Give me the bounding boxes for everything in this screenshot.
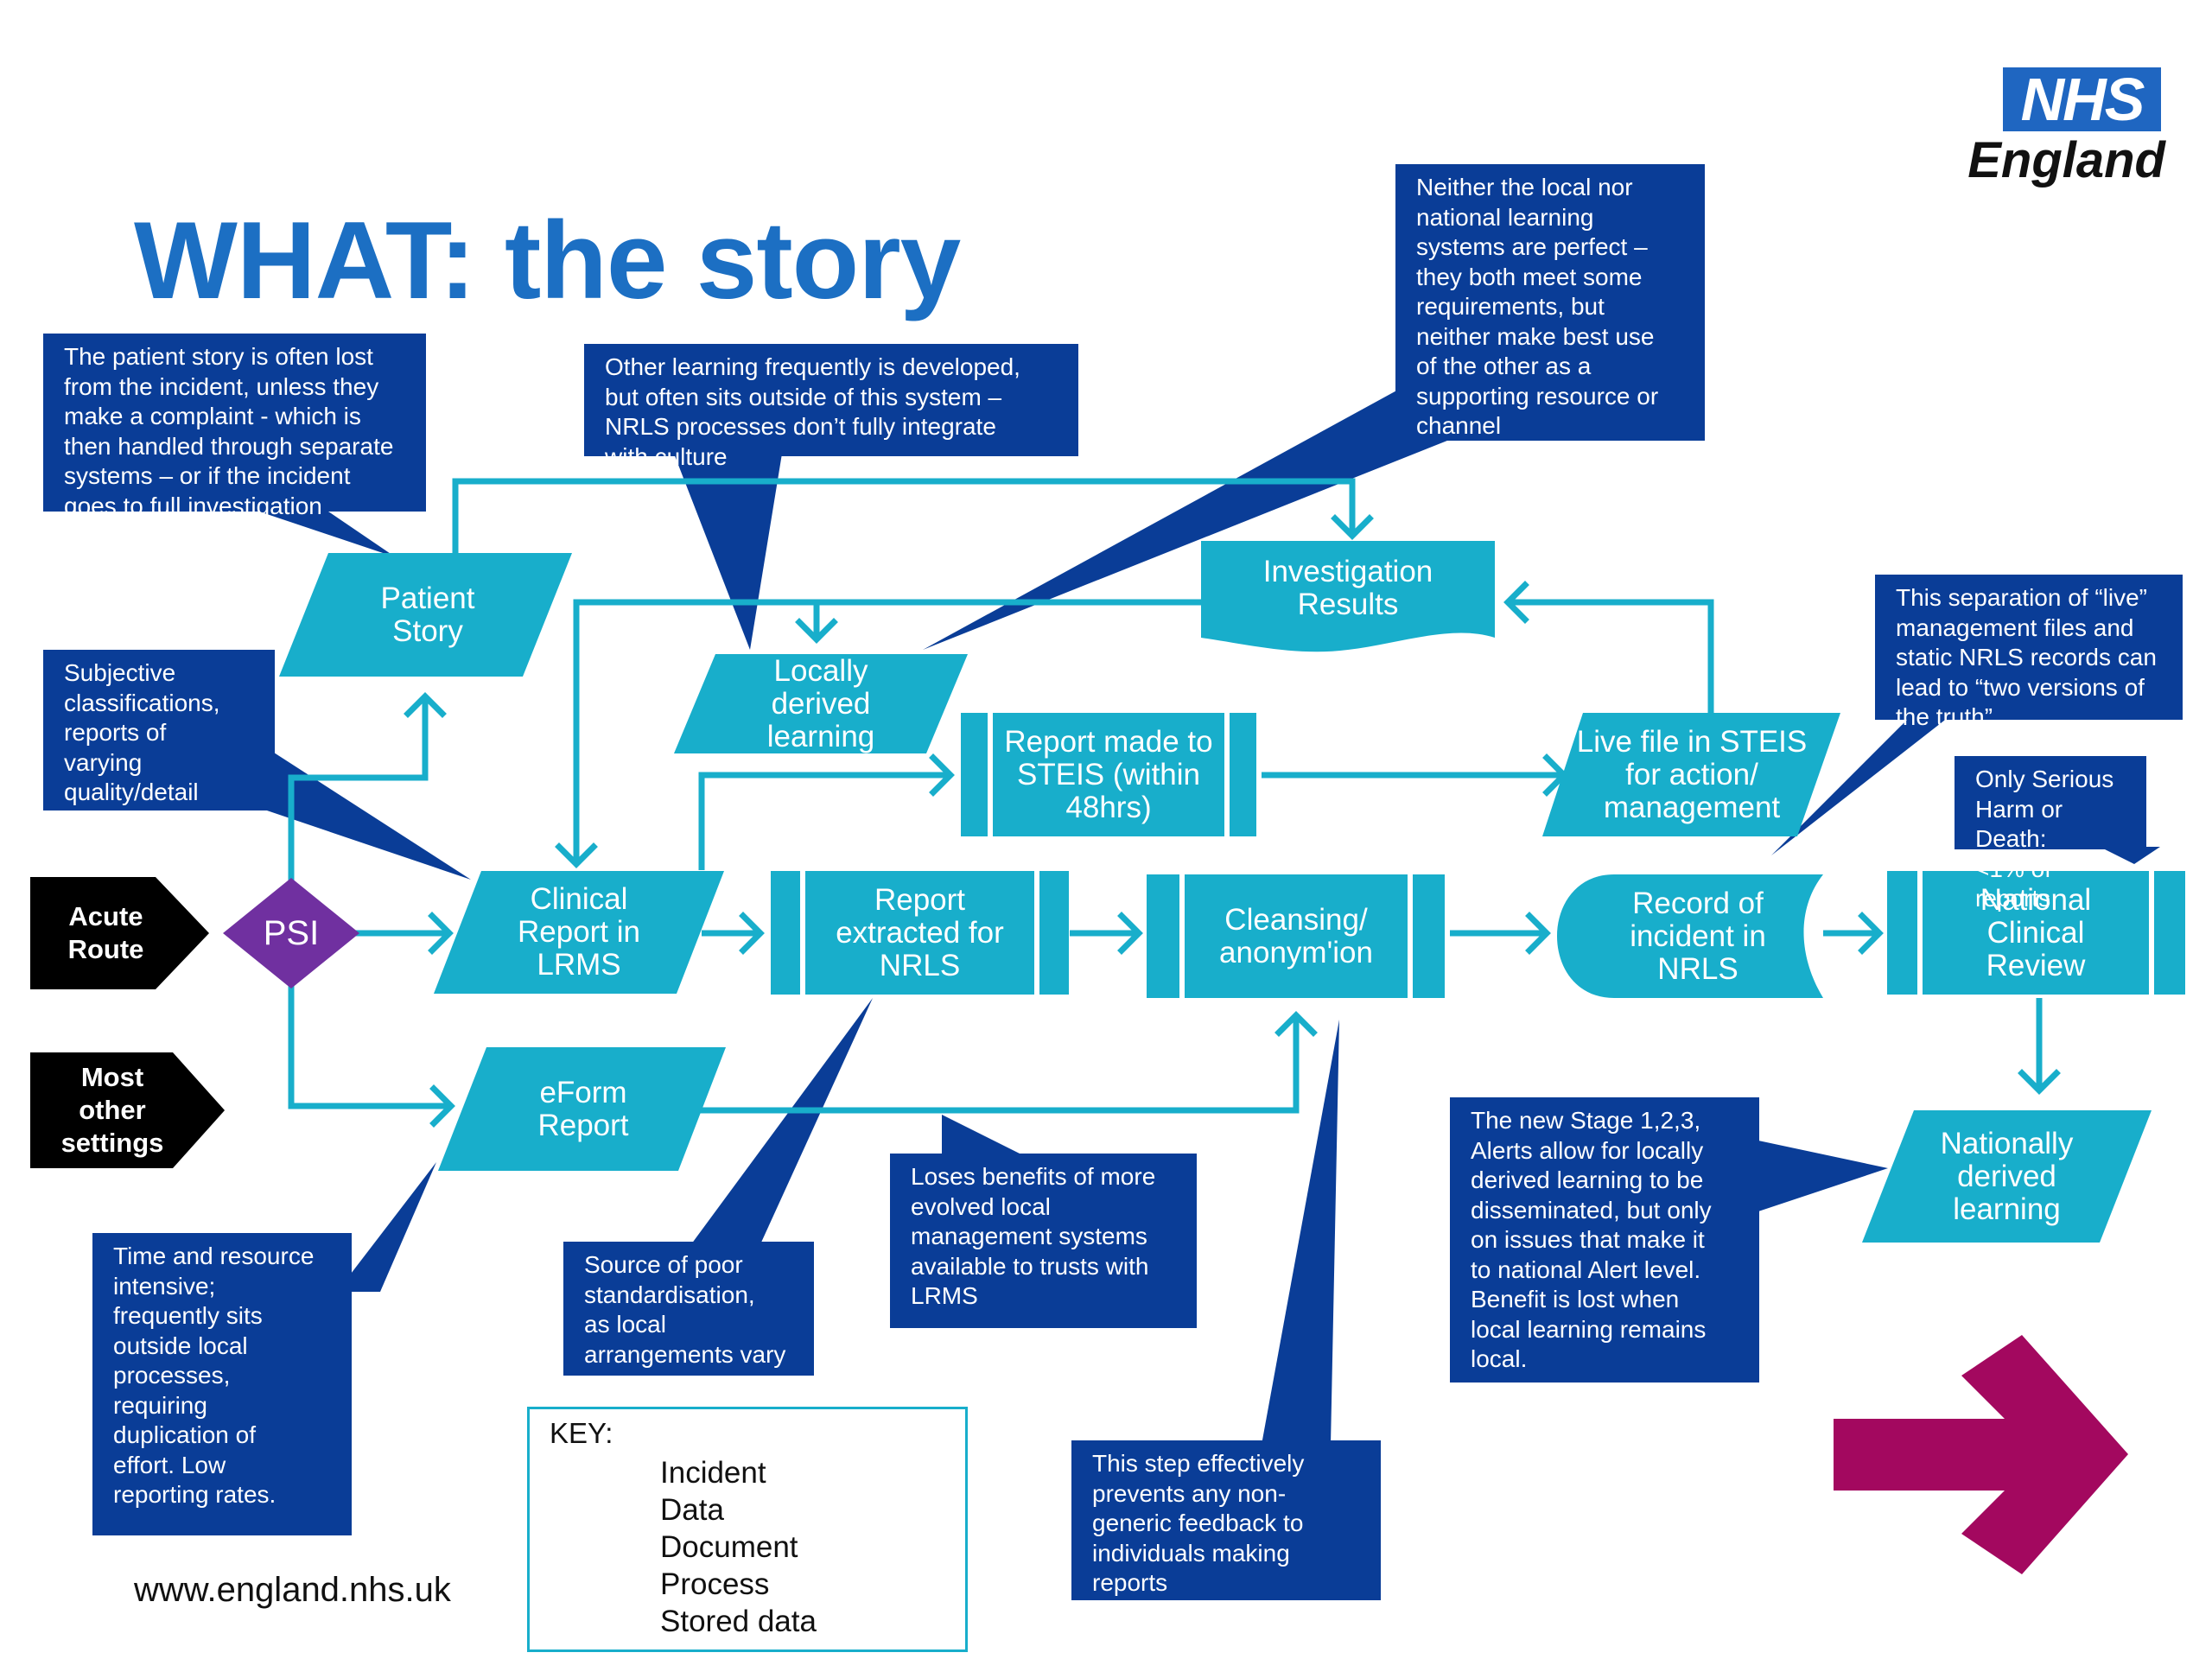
node-clinical-report: Clinical Report in LRMS <box>517 882 641 982</box>
callout-text: Other learning frequently is developed, … <box>605 353 1020 470</box>
nhs-logo-subtitle: England <box>1967 132 2165 188</box>
node-steis-report: Report made to STEIS (within 48hrs) <box>1004 724 1213 824</box>
callout-loses-benefits: Loses benefits of more evolved local man… <box>890 1154 1197 1328</box>
arrow-heads <box>404 514 2061 1128</box>
callout-text: The new Stage 1,2,3, Alerts allow for lo… <box>1471 1107 1712 1372</box>
shape-report-extracted <box>771 871 1069 995</box>
callout-text: The patient story is often lost from the… <box>64 343 394 519</box>
shape-record-incident <box>1557 874 1823 998</box>
callout-non-generic: This step effectively prevents any non- … <box>1071 1440 1381 1600</box>
nhs-logo-icon: NHS <box>2003 67 2161 131</box>
key-item-document: Document <box>660 1530 798 1564</box>
node-eform: eForm Report <box>537 1075 629 1142</box>
shape-eform <box>438 1047 726 1171</box>
flow-shapes <box>279 541 2185 1243</box>
pointer-stage <box>1758 1141 1888 1211</box>
psi-label: PSI <box>263 913 320 952</box>
shape-locally-derived <box>674 654 968 753</box>
website-url: www.england.nhs.uk <box>134 1571 451 1609</box>
pointer-non-generic <box>1262 1020 1339 1445</box>
callout-time-resource: Time and resource intensive; frequently … <box>92 1233 352 1535</box>
key-legend <box>527 1407 968 1652</box>
pointer-separation <box>1771 717 1948 855</box>
callout-text: Loses benefits of more evolved local man… <box>911 1163 1156 1309</box>
shape-national-review <box>1887 871 2185 995</box>
pointer-source <box>691 998 873 1244</box>
node-locally-derived: Locally derived learning <box>766 653 875 753</box>
callout-source-poor: Source of poor standardisation, as local… <box>563 1242 814 1376</box>
callout-text: Only Serious Harm or Death: <1% of repor… <box>1975 766 2114 912</box>
callout-only-serious: Only Serious Harm or Death: <1% of repor… <box>1955 756 2146 912</box>
acute-route-shape <box>30 877 209 989</box>
callout-stage-alerts: The new Stage 1,2,3, Alerts allow for lo… <box>1450 1097 1759 1382</box>
key-item-process: Process <box>660 1567 770 1601</box>
node-nationally-derived: Nationally derived learning <box>1940 1126 2074 1226</box>
node-cleansing: Cleansing/ anonym'ion <box>1219 902 1373 969</box>
node-national-review: National Clinical Review <box>1980 882 2092 982</box>
callout-other-learning: Other learning frequently is developed, … <box>584 344 1078 470</box>
psi-diamond <box>223 878 359 988</box>
callout-text: This step effectively prevents any non- … <box>1092 1450 1305 1596</box>
node-record-incident: Record of incident in NRLS <box>1630 886 1766 986</box>
pointer-only-serious <box>2100 847 2160 864</box>
node-patient-story: Patient Story <box>380 581 475 648</box>
shape-patient-story <box>279 553 572 677</box>
pointer-time <box>337 1162 436 1292</box>
key-item-data: Data <box>660 1493 724 1527</box>
pointer-loses <box>942 1115 1020 1154</box>
callout-text: Subjective classifications, reports of v… <box>64 659 220 805</box>
shape-steis-report <box>961 713 1256 836</box>
key-item-incident: Incident <box>660 1456 766 1490</box>
flow-lines <box>288 478 2043 1114</box>
callout-subjective: Subjective classifications, reports of v… <box>43 650 275 810</box>
shape-live-file <box>1542 713 1840 836</box>
pointer-neither <box>923 389 1469 650</box>
node-live-file: Live file in STEIS for action/ managemen… <box>1576 724 1808 824</box>
callout-text: Neither the local nor national learning … <box>1416 174 1659 439</box>
callout-neither-system: Neither the local nor national learning … <box>1395 164 1705 441</box>
other-settings-shape <box>30 1052 225 1168</box>
pointer-patient-story <box>259 512 396 557</box>
shape-nationally-derived <box>1862 1110 2152 1243</box>
callout-text: This separation of “live” management fil… <box>1896 584 2157 730</box>
node-report-extracted: Report extracted for NRLS <box>836 882 1004 982</box>
acute-route-label: Acute Route <box>67 901 144 964</box>
node-investigation-results: Investigation Results <box>1262 555 1433 621</box>
other-settings-label: Most other settings <box>60 1062 164 1158</box>
callout-separation: This separation of “live” management fil… <box>1875 575 2183 730</box>
page-title: WHAT: the story <box>134 199 961 321</box>
process-bars <box>800 713 2154 998</box>
callout-patient-story: The patient story is often lost from the… <box>43 334 426 519</box>
key-title: KEY: <box>550 1417 613 1449</box>
callout-text: Source of poor standardisation, as local… <box>584 1251 786 1368</box>
callout-text: Time and resource intensive; frequently … <box>113 1243 315 1508</box>
shape-cleansing <box>1147 874 1445 998</box>
shape-clinical-report <box>434 871 724 994</box>
key-item-stored-data: Stored data <box>660 1605 817 1638</box>
shape-investigation-results <box>1201 541 1495 652</box>
big-arrow-icon <box>1834 1335 2128 1574</box>
